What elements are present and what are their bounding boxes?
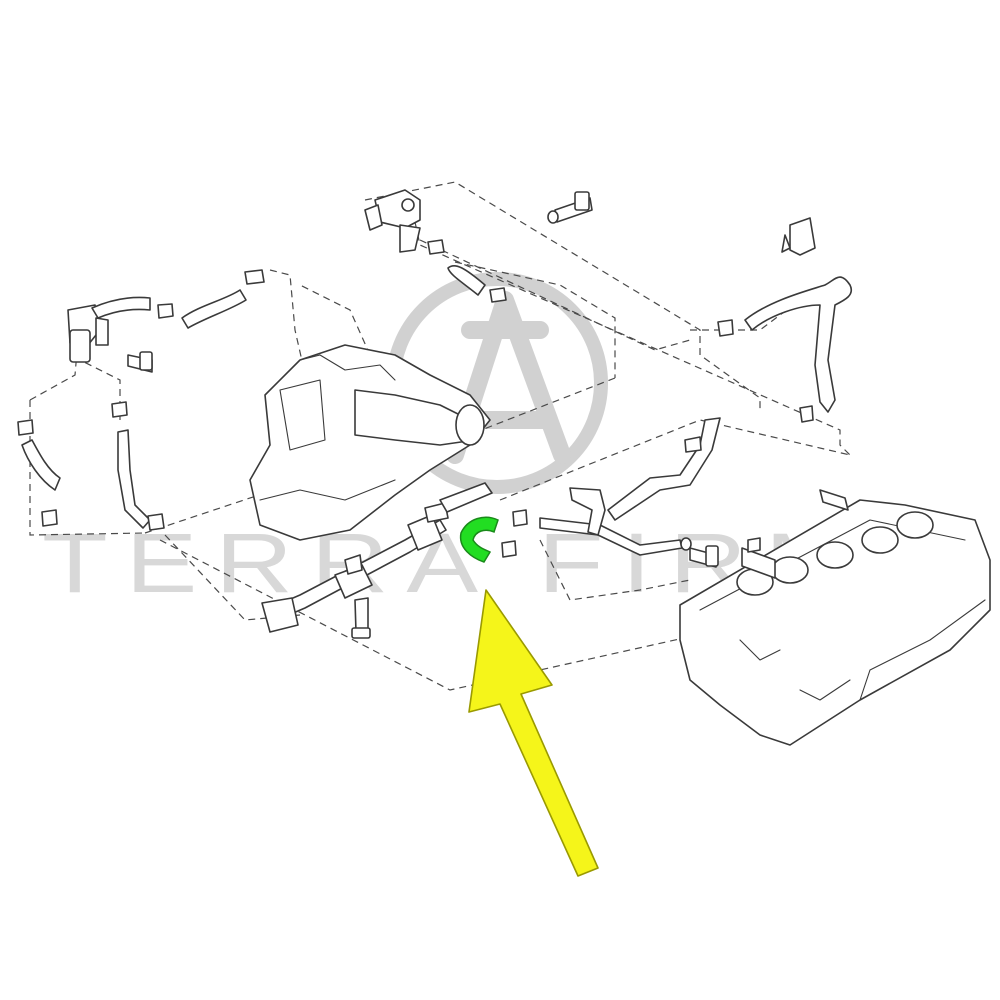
coolant-rail — [261, 482, 493, 639]
coolant-fitting-top — [364, 189, 421, 253]
pointer-arrow-icon — [468, 589, 599, 877]
hose-left-long — [111, 401, 165, 531]
bolt-left-icon — [127, 351, 153, 373]
valve-left — [67, 296, 151, 363]
bolt-right-icon — [680, 537, 719, 568]
bolt-icon — [547, 191, 593, 224]
bracket-right — [741, 537, 776, 579]
hose-upper-left — [157, 269, 265, 329]
hose-left-short — [17, 419, 61, 527]
hose-clamps-center — [501, 509, 528, 558]
hose-upper-center — [427, 239, 507, 303]
highlighted-hose-body — [459, 516, 499, 563]
hose-right — [717, 217, 853, 423]
highlighted-hose[interactable] — [459, 516, 499, 563]
coolant-pipe-right — [539, 417, 721, 556]
intake-manifold — [249, 344, 491, 541]
sensor-right — [819, 489, 849, 511]
